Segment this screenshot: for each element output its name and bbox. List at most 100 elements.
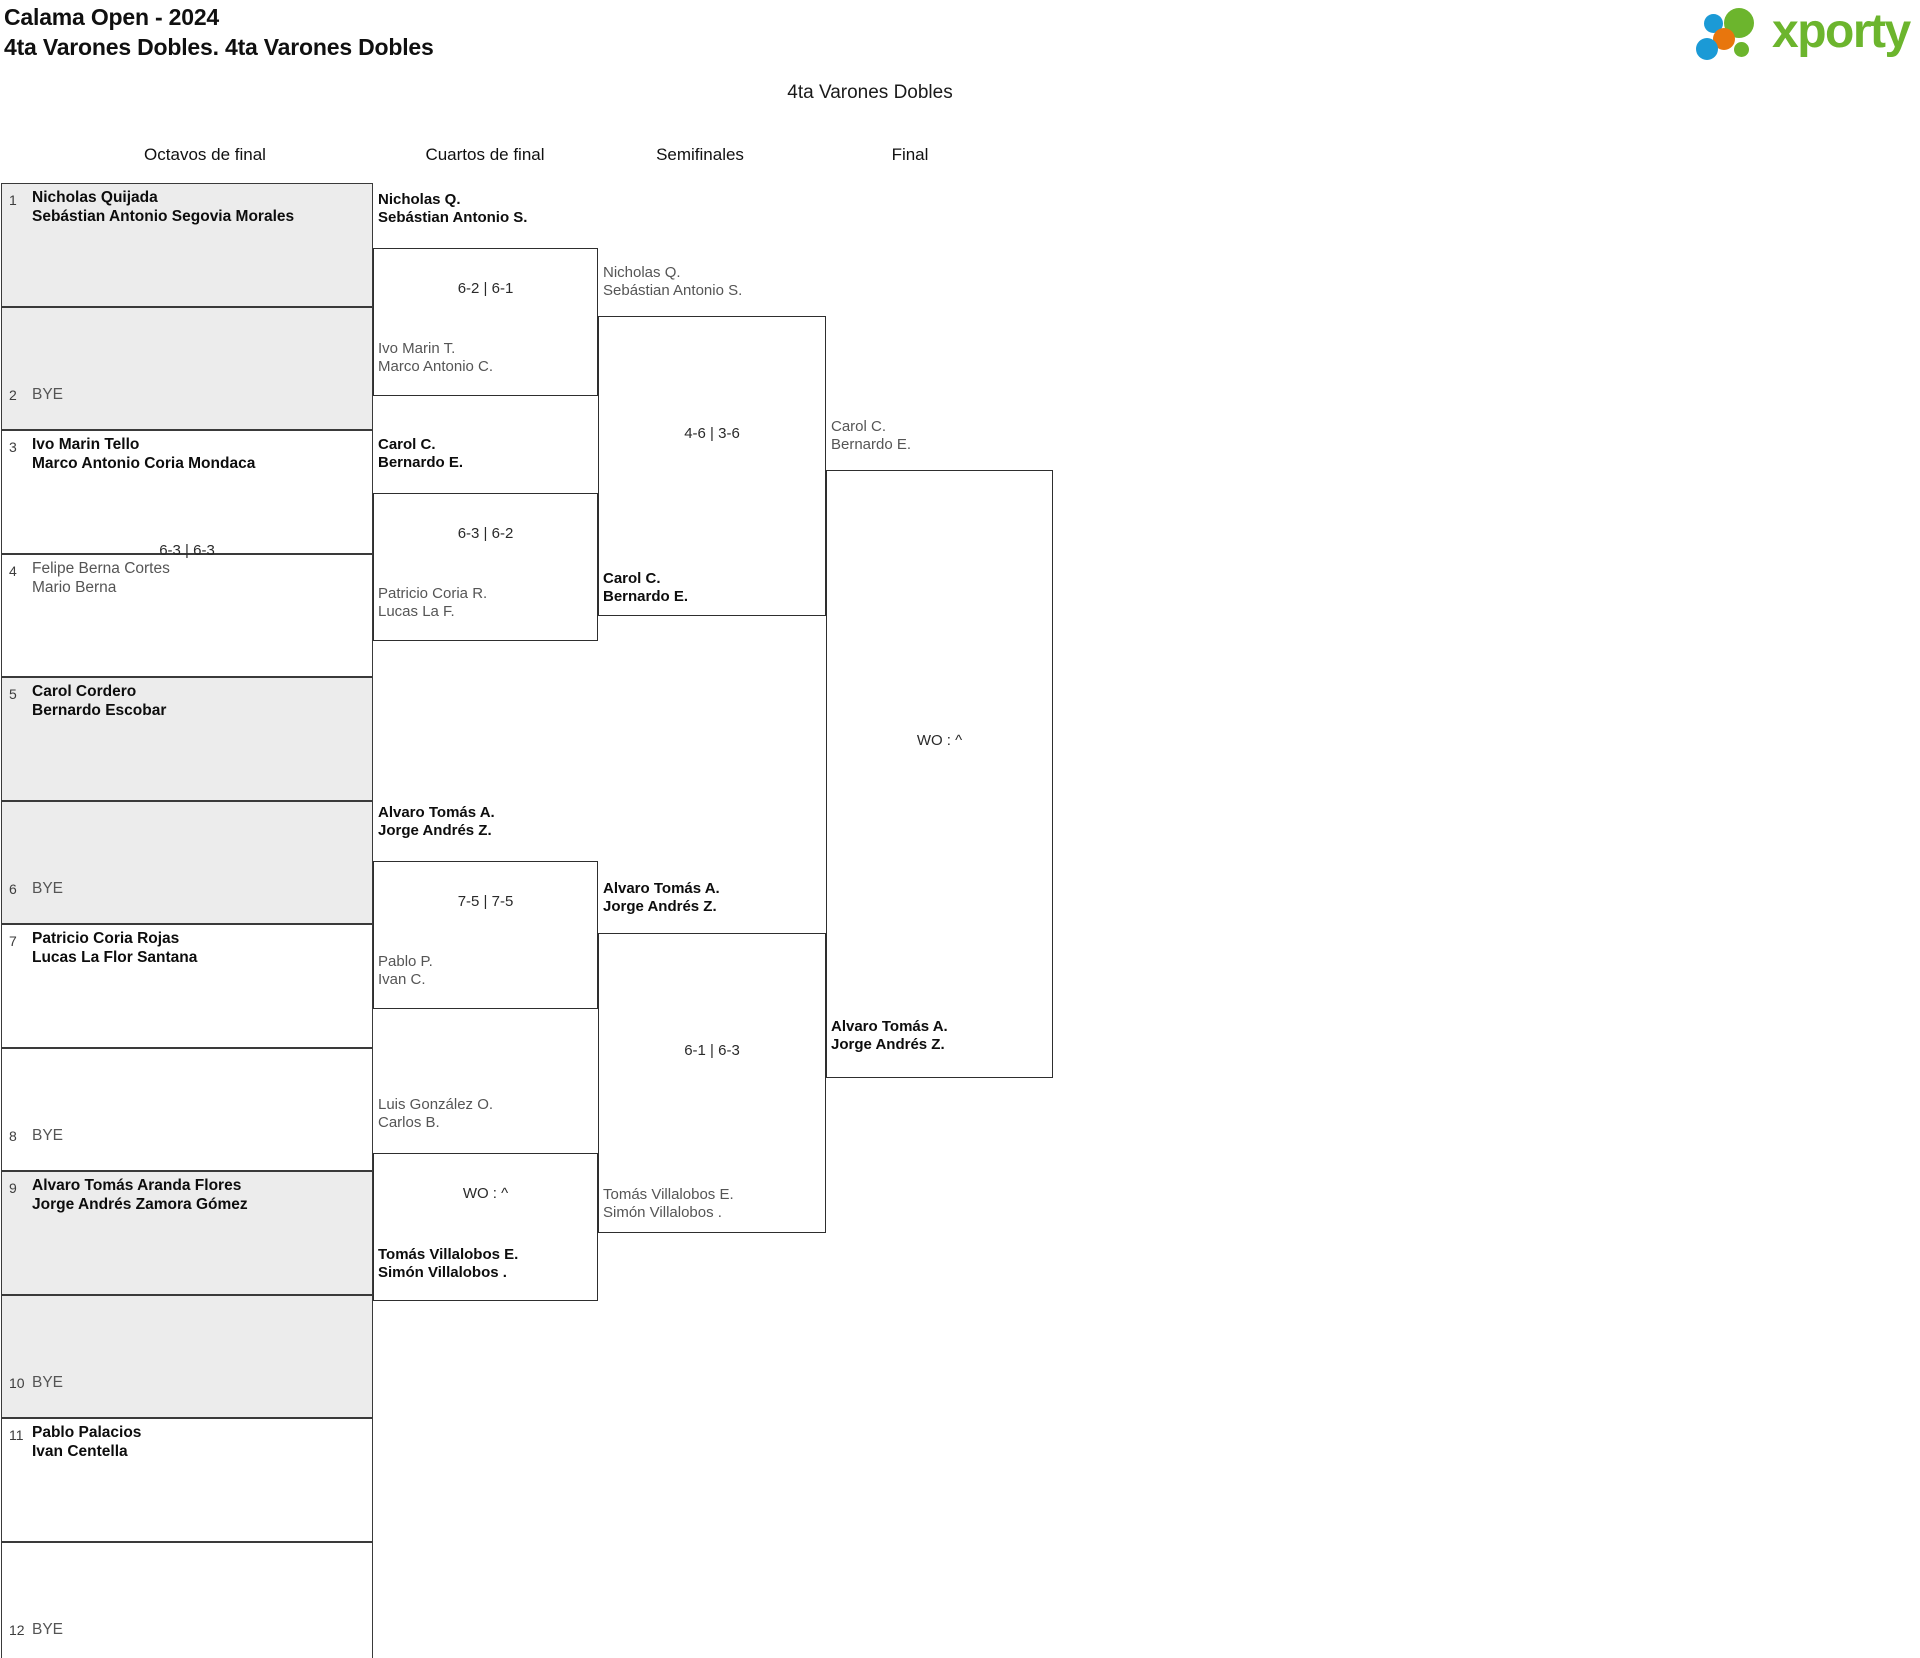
player-line-2: Bernardo Escobar bbox=[32, 702, 167, 719]
match-top-entry[interactable]: Luis González O.Carlos B. bbox=[378, 1096, 493, 1132]
bracket-slot[interactable]: 12 BYE bbox=[1, 1541, 373, 1658]
player-line-2: Carlos B. bbox=[378, 1114, 440, 1131]
match-bottom-entry[interactable]: Carol C.Bernardo E. bbox=[603, 570, 688, 606]
match-top-entry[interactable]: Nicholas Q.Sebástian Antonio S. bbox=[378, 191, 527, 227]
match-score: 6-3 | 6-3 bbox=[159, 541, 215, 559]
player-line-1: Carol C. bbox=[378, 436, 436, 453]
round-heading-qf: Cuartos de final bbox=[425, 145, 545, 164]
match-bottom-entry[interactable]: Patricio Coria R.Lucas La F. bbox=[378, 585, 487, 621]
seed-number: 4 bbox=[9, 562, 17, 579]
tournament-category: 4ta Varones Dobles. 4ta Varones Dobles bbox=[4, 34, 434, 60]
player-line-2: Jorge Andrés Z. bbox=[603, 898, 717, 915]
seed-number: 11 bbox=[9, 1427, 24, 1443]
player-line-1: Alvaro Tomás A. bbox=[831, 1018, 948, 1035]
player-line-2: Lucas La F. bbox=[378, 603, 455, 620]
round-heading-r16: Octavos de final bbox=[144, 145, 266, 164]
match-top-entry[interactable]: Carol C.Bernardo E. bbox=[378, 436, 463, 472]
seed-number: 12 bbox=[9, 1622, 25, 1638]
player-line-1: Tomás Villalobos E. bbox=[378, 1246, 519, 1263]
player-line-2: Simón Villalobos . bbox=[378, 1264, 507, 1281]
player-line-1: BYE bbox=[32, 1621, 64, 1638]
player-line-1: BYE bbox=[32, 1374, 64, 1391]
tournament-title: Calama Open - 2024 4ta Varones Dobles. 4… bbox=[4, 2, 434, 62]
player-line-2: Sebástian Antonio S. bbox=[603, 282, 743, 299]
xporty-logo[interactable]: xporty bbox=[1694, 4, 1911, 60]
match-connector[interactable] bbox=[373, 248, 598, 396]
match-bottom-entry[interactable]: Tomás Villalobos E.Simón Villalobos . bbox=[603, 1186, 734, 1222]
player-line-1: Carol C. bbox=[831, 418, 887, 435]
player-line-1: Alvaro Tomás A. bbox=[603, 880, 720, 897]
player-line-2: Ivan Centella bbox=[32, 1443, 128, 1460]
match-connector[interactable] bbox=[826, 470, 1053, 1078]
player-line-1: Ivo Marin T. bbox=[378, 340, 456, 357]
match-connector[interactable] bbox=[373, 1153, 598, 1301]
logo-wordmark: xporty bbox=[1772, 5, 1911, 58]
match-connector[interactable] bbox=[373, 493, 598, 641]
player-line-1: Carol C. bbox=[603, 570, 661, 587]
match-top-entry[interactable]: Carol C.Bernardo E. bbox=[831, 418, 911, 454]
seed-number: 1 bbox=[9, 192, 17, 208]
match-top-entry[interactable]: Nicholas Q.Sebástian Antonio S. bbox=[603, 264, 742, 300]
player-line-1: Patricio Coria R. bbox=[378, 585, 488, 602]
match-connector[interactable] bbox=[373, 861, 598, 1009]
seed-number: 10 bbox=[9, 1375, 25, 1391]
match-score: WO : ^ bbox=[916, 732, 963, 749]
player-names: BYE bbox=[32, 1126, 63, 1145]
logo-dots-icon bbox=[1694, 6, 1776, 60]
player-line-1: Carol Cordero bbox=[32, 683, 137, 700]
match-bottom-entry[interactable]: Ivo Marin T.Marco Antonio C. bbox=[378, 340, 493, 376]
player-line-2: Sebástian Antonio S. bbox=[378, 209, 528, 226]
match-connector[interactable] bbox=[598, 316, 826, 616]
category-heading: 4ta Varones Dobles bbox=[0, 82, 1920, 104]
match-top-entry[interactable]: Alvaro Tomás A.Jorge Andrés Z. bbox=[378, 804, 495, 840]
player-line-2: Simón Villalobos . bbox=[603, 1204, 722, 1221]
player-line-2: Mario Berna bbox=[32, 578, 117, 596]
player-line-2: Marco Antonio Coria Mondaca bbox=[32, 455, 256, 472]
bracket-slot[interactable]: 10 BYE bbox=[1, 1294, 373, 1418]
match-top-entry[interactable]: Alvaro Tomás A.Jorge Andrés Z. bbox=[603, 880, 720, 916]
match-bottom-entry[interactable]: Pablo P.Ivan C. bbox=[378, 953, 433, 989]
player-line-1: Nicholas Quijada bbox=[32, 189, 158, 206]
player-line-1: BYE bbox=[32, 386, 64, 403]
player-names: BYE bbox=[32, 385, 63, 404]
seed-number: 2 bbox=[9, 387, 17, 403]
match-bottom-entry[interactable]: Tomás Villalobos E.Simón Villalobos . bbox=[378, 1246, 518, 1282]
player-line-2: Lucas La Flor Santana bbox=[32, 949, 198, 966]
seed-number: 9 bbox=[9, 1180, 17, 1196]
round-heading-final: Final bbox=[891, 145, 929, 164]
player-line-1: Pablo P. bbox=[378, 953, 433, 970]
match-score: WO : ^ bbox=[462, 1185, 509, 1202]
player-line-1: Pablo Palacios bbox=[32, 1424, 142, 1441]
tournament-name: Calama Open - 2024 bbox=[4, 4, 220, 30]
player-line-1: Alvaro Tomás A. bbox=[378, 804, 495, 821]
match-score: 4-6 | 3-6 bbox=[684, 425, 740, 442]
bracket-slot[interactable]: 2 BYE bbox=[1, 306, 373, 430]
player-line-2: Bernardo E. bbox=[378, 454, 464, 471]
player-line-1: Tomás Villalobos E. bbox=[603, 1186, 734, 1203]
match-connector[interactable] bbox=[598, 933, 826, 1233]
match-bottom-entry[interactable]: Alvaro Tomás A.Jorge Andrés Z. bbox=[831, 1018, 948, 1054]
seed-number: 6 bbox=[9, 881, 17, 897]
seed-number: 8 bbox=[9, 1128, 17, 1144]
player-line-1: Patricio Coria Rojas bbox=[32, 930, 180, 947]
match-score: 6-1 | 6-3 bbox=[684, 1042, 740, 1059]
match-score: 7-5 | 7-5 bbox=[457, 893, 514, 910]
bracket-slot[interactable]: 8 BYE bbox=[1, 1047, 373, 1171]
player-line-2: Bernardo E. bbox=[603, 588, 689, 605]
match-score: 6-2 | 6-1 bbox=[457, 280, 514, 297]
seed-number: 3 bbox=[9, 439, 17, 455]
